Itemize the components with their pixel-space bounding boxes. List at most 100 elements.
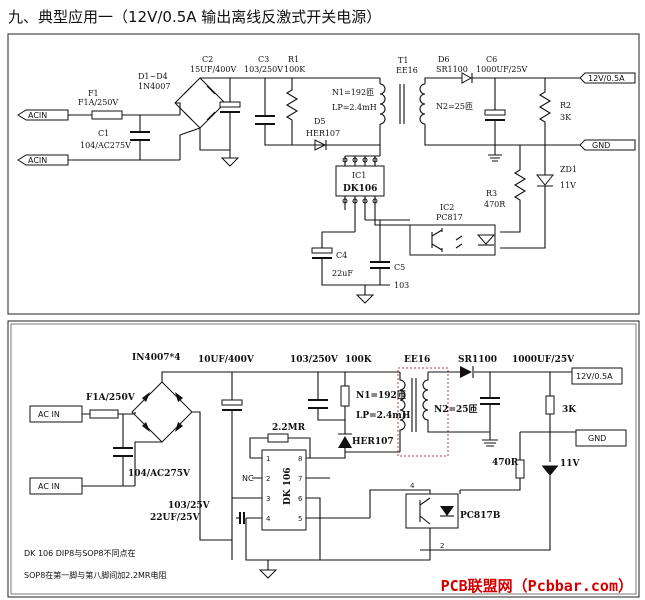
top-ic1-dk106 [335,165,385,197]
bot-out: 12V/0.5A [576,372,613,381]
top-bridge-value: 1N4007 [138,82,170,91]
bot-bridge-label: IN4007*4 [132,353,180,363]
top-t1-ref: T1 [398,56,408,65]
top-acin2-label: ACIN [28,156,47,165]
top-gnd-tag [579,139,636,151]
bot-cbulk: 10UF/400V [198,355,255,365]
top-d6-ref: D6 [438,55,450,64]
top-lp: LP=2.4mH [332,103,377,112]
top-n1: N1=192匝 [332,88,374,97]
bot-ic-dk106 [261,449,307,531]
top-c6-value: 1000UF/25V [476,65,528,74]
bot-pin7: 7 [298,475,302,483]
top-c4-value: 22uF [332,269,353,278]
top-r1-value: 100K [284,65,306,74]
bot-bridge [131,381,193,443]
bot-f1: F1A/250V [86,393,136,403]
top-d6-value: SR1100 [436,65,468,74]
top-r1-ref: R1 [288,55,299,64]
top-bridge-ref: D1~D4 [138,72,168,81]
bot-pin2: 2 [266,475,270,483]
top-c1-ref: C1 [98,129,109,138]
top-acin1-label: ACIN [28,111,47,120]
top-c3-ref: C3 [258,55,269,64]
top-ic2-ref: IC2 [440,203,454,212]
bottom-schematic: AC IN AC IN F1A/250V 104/AC275V IN4007*4… [24,353,627,580]
bot-pin4: 4 [266,515,271,523]
top-fuse-f1 [91,110,123,120]
top-c6-ref: C6 [486,55,497,64]
bot-c103: 103/25V [168,501,211,511]
top-zd1-value: 11V [560,181,576,190]
bot-r470: 470R [492,458,519,468]
bot-opto-p4: 4 [410,482,415,490]
top-c2-value: 15UF/400V [190,65,236,74]
top-r2-ref: R2 [560,101,571,110]
top-d5-ref: D5 [314,117,326,126]
bot-nc: NC [242,474,254,483]
bottom-panel-frame [7,320,640,598]
bot-r22: 2.2MR [272,423,306,433]
top-ic1-ref: IC1 [352,171,366,180]
top-out-tag [579,72,636,84]
bot-ground [258,569,278,579]
bot-opto-label: PC817B [460,511,501,521]
bot-pin6: 6 [298,495,303,503]
bot-cout: 1000UF/25V [512,355,575,365]
top-ic1-value: DK106 [343,184,377,194]
top-c4-ref: C4 [336,251,347,260]
top-c1-value: 104/AC275V [80,141,131,150]
top-gnd-label: GND [592,141,610,150]
top-c2-ref: C2 [202,55,213,64]
top-zd1-ref: ZD1 [560,165,577,174]
bot-csnub: 103/250V [290,355,339,365]
top-bridge-rectifier [174,77,226,129]
bot-opto-p2: 2 [440,542,444,550]
top-schematic: ACIN ACIN F1 F1A/250V C1 104/AC275V D1~D… [17,55,636,304]
top-panel-frame [7,33,640,315]
bot-out-box [571,367,623,385]
bot-n1: N1=192匝 [356,390,406,401]
bot-acin1-label: AC IN [38,410,60,419]
top-ic2-value: PC817 [436,213,463,222]
top-r3-ref: R3 [486,189,497,198]
bot-ic-label: DK 106 [283,467,293,505]
bot-note-2: SOP8在第一脚与第八脚间加2.2MR电阻 [24,570,166,580]
bot-cx: 104/AC275V [128,469,191,479]
bot-acin2-label: AC IN [38,482,60,491]
bot-n2: N2=25匝 [434,404,478,415]
bot-lp: LP=2.4mH [356,411,411,421]
bot-ee16: EE16 [404,355,430,365]
page-title: 九、典型应用一（12V/0.5A 输出离线反激式开关电源） [8,8,382,26]
top-r2-value: 3K [560,113,572,122]
bot-sr: SR1100 [458,355,497,365]
bot-rsnub: 100K [345,355,373,365]
top-out-label: 12V/0.5A [588,74,625,83]
top-ground-1 [220,157,240,167]
top-n2: N2=25匝 [436,102,473,111]
top-t1-value: EE16 [396,66,418,75]
top-f1-value: F1A/250V [78,98,118,107]
top-d5-value: HER107 [306,129,340,138]
bot-c22: 22UF/25V [150,513,201,523]
bot-pin1: 1 [266,455,270,463]
bot-note-1: DK 106 DIP8与SOP8不同点在 [24,548,135,558]
top-ground-2 [355,294,375,304]
bot-pin8: 8 [298,455,302,463]
top-ic2-pc817 [409,224,496,256]
top-c5-value: 103 [394,281,409,290]
bot-pin5: 5 [298,515,302,523]
bot-gnd-box [575,429,627,447]
bot-gnd: GND [588,434,606,443]
bot-fuse [89,409,119,419]
top-c3-value: 103/250V [244,65,283,74]
watermark-brand: PCB联盟网（Pcbbar.com） [440,577,633,595]
top-r3-value: 470R [484,200,506,209]
top-c5-ref: C5 [394,263,405,272]
bot-pin3: 3 [266,495,270,503]
bot-zd: 11V [560,459,581,469]
bot-r3k: 3K [562,405,577,415]
top-f1-ref: F1 [88,89,99,98]
bot-her: HER107 [352,437,394,447]
